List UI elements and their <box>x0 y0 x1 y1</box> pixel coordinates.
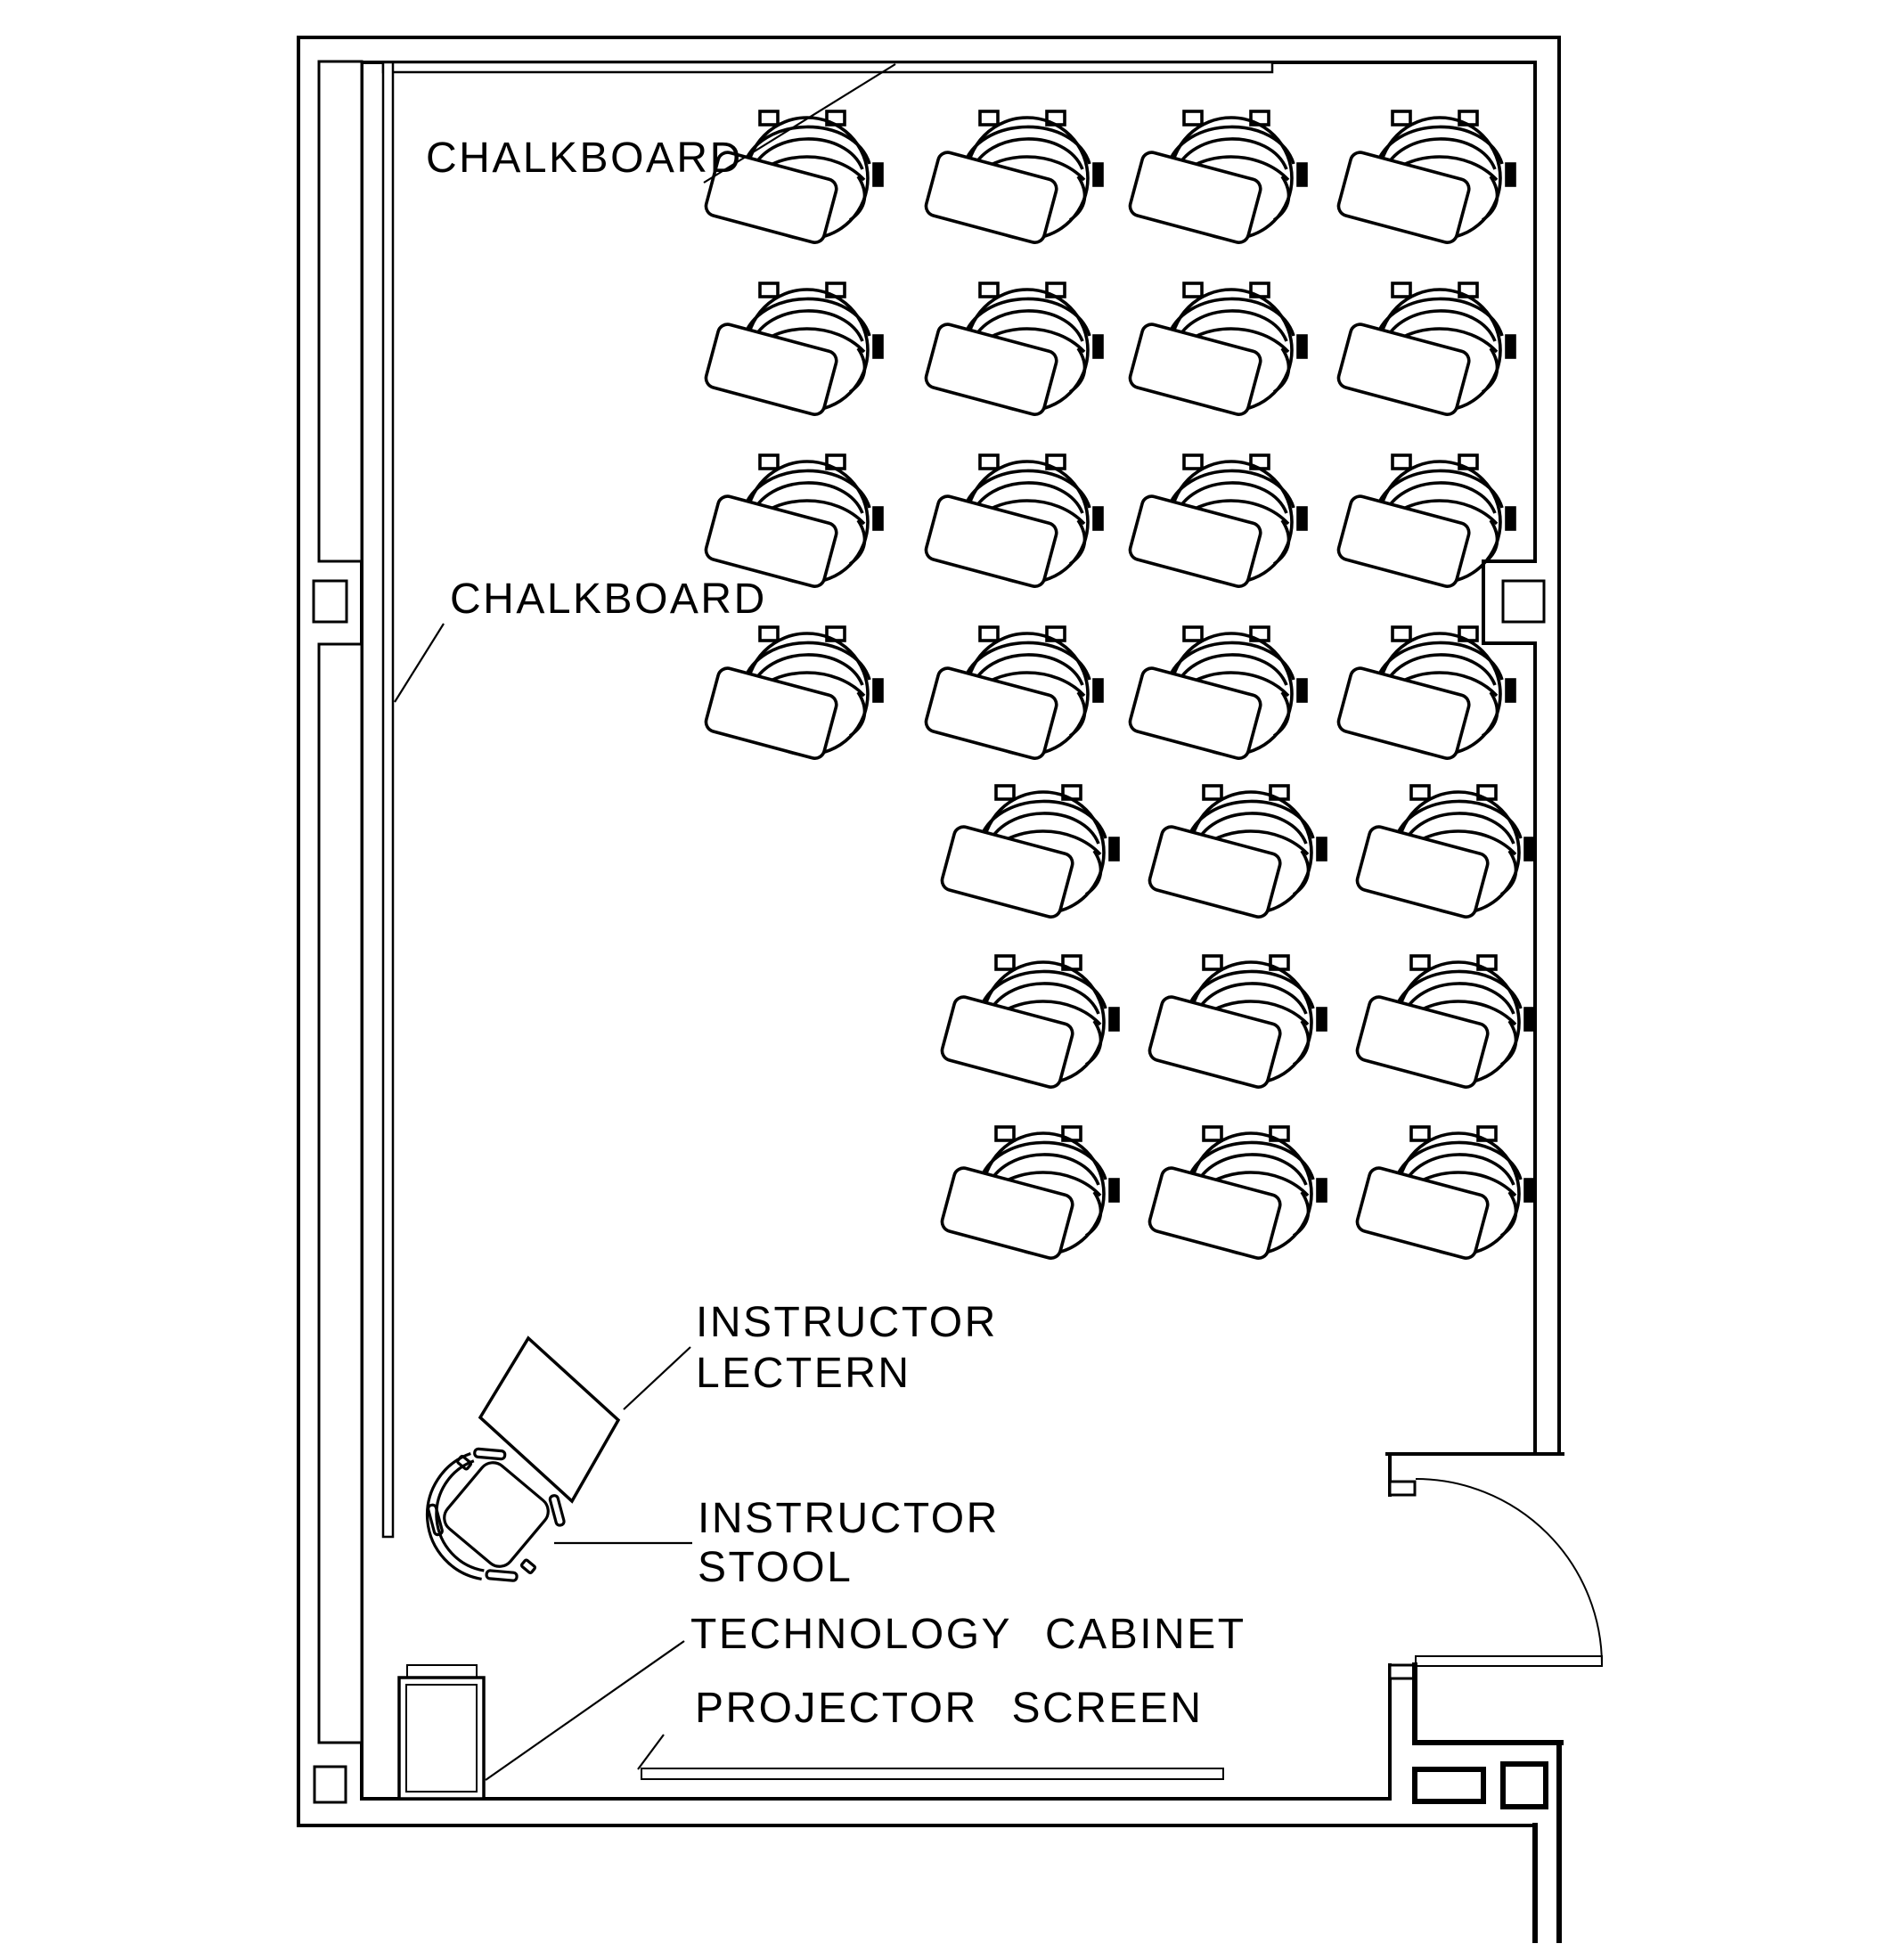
door-swing-arc <box>1415 1478 1603 1666</box>
label-stool-line1: INSTRUCTOR <box>698 1495 1000 1542</box>
student-desk <box>922 110 1104 247</box>
technology-cabinet-top <box>406 1664 478 1678</box>
student-desk <box>1126 282 1308 419</box>
label-stool-line2: STOOL <box>698 1544 853 1591</box>
leader-chalkboard-top <box>703 63 896 184</box>
right-wall-column <box>1501 579 1546 624</box>
leader-technology-cabinet <box>485 1640 685 1781</box>
student-desks <box>702 110 1535 1262</box>
projector-screen <box>641 1768 1224 1780</box>
left-wall-panels <box>312 60 363 1804</box>
student-desk <box>1335 453 1516 591</box>
chalkboard-top-strip <box>381 61 1274 74</box>
door-assembly <box>1385 1452 1603 1943</box>
threshold-column <box>1500 1761 1548 1809</box>
door-stop-bottom <box>1388 1663 1417 1680</box>
outer-wall-top-right <box>297 36 1561 1456</box>
student-desk <box>938 954 1120 1091</box>
leader-lines <box>394 63 896 1781</box>
door-leaf <box>1415 1655 1603 1667</box>
leader-lectern <box>623 1346 691 1410</box>
student-desk <box>922 282 1104 419</box>
student-desk <box>1353 954 1535 1091</box>
student-desk <box>1335 110 1516 247</box>
student-desk <box>1146 954 1327 1091</box>
wall-panel-small <box>312 579 348 624</box>
student-desk <box>938 1125 1120 1262</box>
technology-cabinet <box>397 1664 486 1801</box>
wall-panel-small <box>313 1765 347 1804</box>
threshold-box <box>1412 1767 1486 1804</box>
student-desk <box>1353 784 1535 921</box>
student-desk <box>1353 1125 1535 1262</box>
label-projector-screen: PROJECTOR SCREEN <box>695 1685 1204 1732</box>
outer-wall-left-bottom <box>297 36 1537 1827</box>
label-lectern-line2: LECTERN <box>696 1350 911 1397</box>
chalkboards <box>381 61 1274 1539</box>
label-chalkboard-left: CHALKBOARD <box>450 576 767 623</box>
student-desk <box>702 282 884 419</box>
label-chalkboard-top: CHALKBOARD <box>426 135 743 182</box>
student-desk <box>938 784 1120 921</box>
wall-panel <box>317 60 363 563</box>
label-lectern-line1: INSTRUCTOR <box>696 1299 998 1346</box>
instructor-lectern <box>478 1335 621 1504</box>
student-desk <box>1335 282 1516 419</box>
wall-panel <box>317 642 363 1744</box>
chalkboard-left-strip <box>381 61 395 1539</box>
student-desk <box>1146 1125 1327 1262</box>
text-labels: CHALKBOARD CHALKBOARD INSTRUCTOR LECTERN… <box>426 135 1246 1732</box>
student-desk <box>1146 784 1327 921</box>
student-desk <box>922 625 1104 763</box>
student-desk <box>1335 625 1516 763</box>
leader-chalkboard-left <box>394 623 445 703</box>
technology-cabinet-inner <box>405 1684 478 1793</box>
leader-projector-screen <box>637 1734 665 1770</box>
student-desk <box>1126 625 1308 763</box>
door-stop-top <box>1388 1480 1417 1497</box>
interior-wall-right-with-recess <box>1482 61 1537 1456</box>
technology-cabinet-outer <box>397 1676 486 1801</box>
student-desk <box>1126 110 1308 247</box>
student-desk <box>1126 453 1308 591</box>
label-technology-cabinet: TECHNOLOGY CABINET <box>690 1611 1246 1658</box>
student-desk <box>922 453 1104 591</box>
student-desk <box>702 453 884 591</box>
student-desk <box>702 625 884 763</box>
